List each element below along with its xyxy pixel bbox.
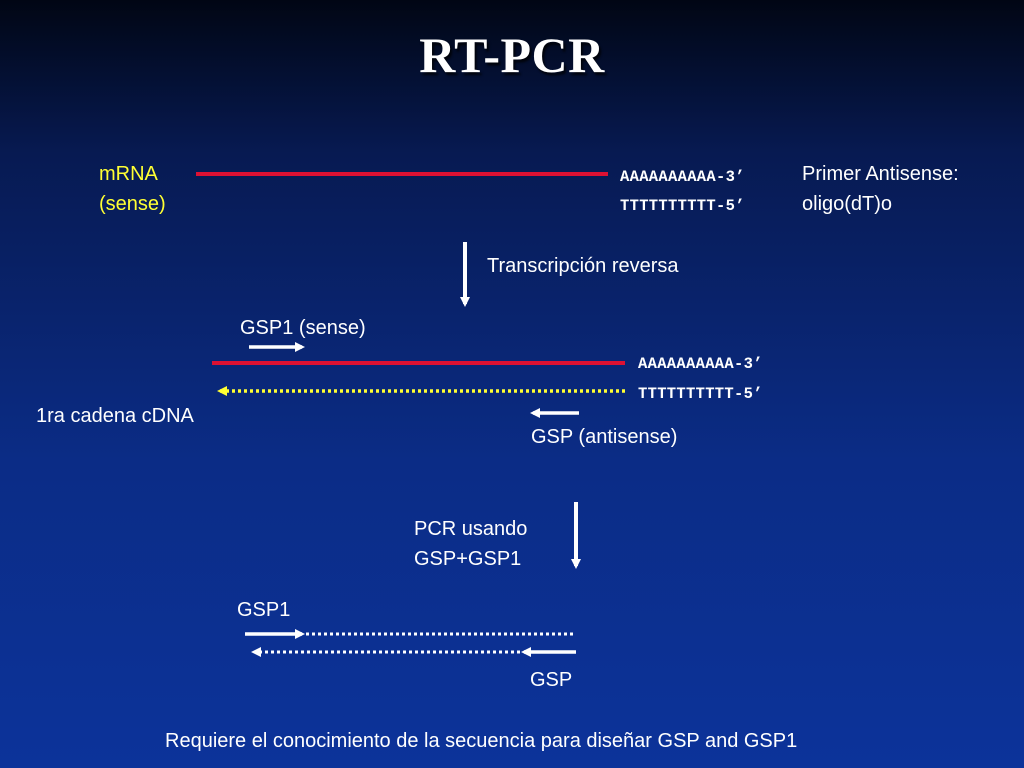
poly-a-tail: AAAAAAAAAA-3’ bbox=[620, 168, 745, 186]
mrna-sense-label: (sense) bbox=[99, 193, 166, 215]
pcr-label-line2: GSP+GSP1 bbox=[414, 548, 522, 570]
pcr-label-line1: PCR usando bbox=[414, 518, 528, 540]
reverse-transcription-label: Transcripción reversa bbox=[487, 255, 679, 277]
footer-note: Requiere el conocimiento de la secuencia… bbox=[165, 730, 798, 752]
mrna-label: mRNA bbox=[99, 163, 158, 185]
cdna-label: 1ra cadena cDNA bbox=[36, 405, 194, 427]
slide-title: RT-PCR bbox=[419, 27, 605, 83]
primer-type-label: oligo(dT)o bbox=[802, 193, 893, 215]
gsp1-label: GSP1 bbox=[237, 599, 291, 621]
oligo-dt-sequence-2: TTTTTTTTTT-5’ bbox=[638, 385, 763, 403]
gsp1-sense-label: GSP1 (sense) bbox=[240, 317, 366, 339]
oligo-dt-sequence: TTTTTTTTTT-5’ bbox=[620, 197, 745, 215]
gsp-antisense-label: GSP (antisense) bbox=[531, 426, 678, 448]
primer-antisense-label: Primer Antisense: bbox=[802, 163, 959, 185]
poly-a-tail-2: AAAAAAAAAA-3’ bbox=[638, 355, 763, 373]
gsp-label: GSP bbox=[530, 669, 573, 691]
